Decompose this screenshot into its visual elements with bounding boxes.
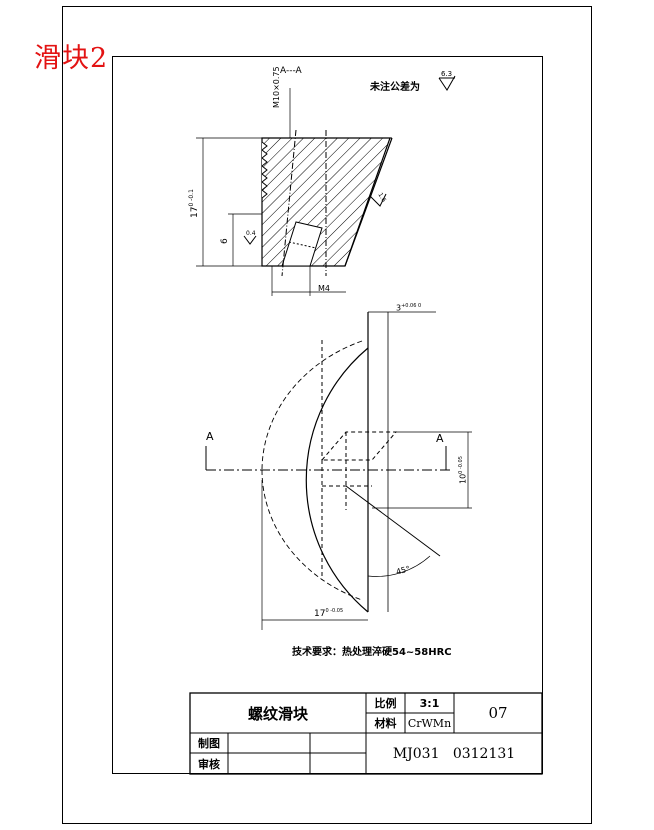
sheet-title: 滑块2 xyxy=(34,43,109,74)
view-arrow-left: A xyxy=(206,430,214,443)
tech-requirement: 技术要求：热处理淬硬54~58HRC xyxy=(292,647,452,658)
dim-slot-width: 3+0.06 0 xyxy=(396,303,422,313)
drawing-number: MJ031 0312131 xyxy=(392,745,516,762)
section-label: A---A xyxy=(280,66,302,76)
part-name: 螺纹滑块 xyxy=(247,704,308,723)
checked-label: 审核 xyxy=(198,757,220,771)
unspecified-roughness-note: 未注公差为 xyxy=(370,82,420,93)
outer-border xyxy=(62,6,592,824)
dim-m4: M4 xyxy=(318,284,330,293)
drawn-label: 制图 xyxy=(198,737,220,750)
thread-callout: M10×0.75 xyxy=(272,66,281,108)
scale-value: 3:1 xyxy=(419,696,440,710)
dim-height: 170 -0.1 xyxy=(188,189,200,218)
roughness-symbol-value: 6.3 xyxy=(441,70,453,78)
plan-view xyxy=(205,311,472,630)
dim-10: 100 -0.05 xyxy=(458,456,468,484)
roughness-04: 0.4 xyxy=(246,230,256,237)
sheet-number: 07 xyxy=(488,704,508,722)
scale-label: 比例 xyxy=(374,697,397,710)
material-value: CrWMn xyxy=(407,716,452,730)
material-label: 材料 xyxy=(374,717,397,730)
section-view xyxy=(196,75,456,296)
dim-6: 6 xyxy=(220,238,230,244)
view-arrow-right: A xyxy=(436,432,444,445)
title-block-lines xyxy=(189,692,543,775)
dim-17-bottom: 170 -0.05 xyxy=(314,608,344,619)
